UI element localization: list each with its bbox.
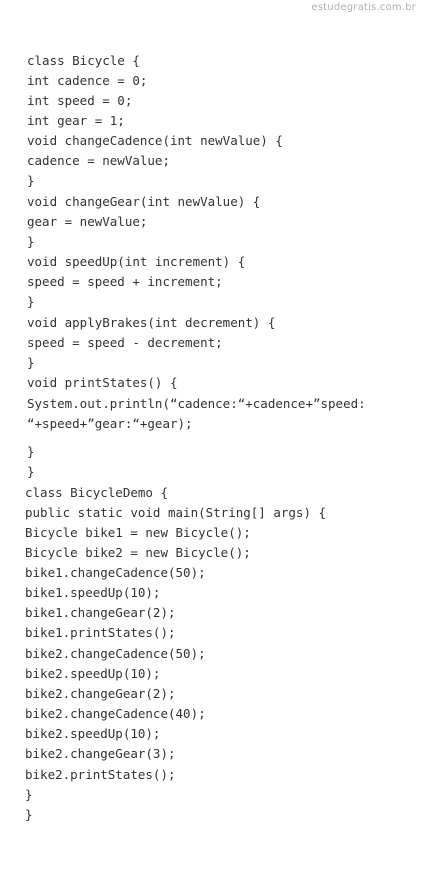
code-line: int gear = 1; [27,113,125,128]
code-line: bike2.speedUp(10); [25,726,161,741]
code-line: } [25,787,33,802]
code-line: class BicycleDemo { [25,485,168,500]
code-line: bike1.speedUp(10); [25,585,161,600]
code-line: } [27,173,35,188]
code-line: bike2.changeCadence(50); [25,646,206,661]
code-line: } [25,807,33,822]
code-line: bike1.changeCadence(50); [25,565,206,580]
code-line: speed = speed - decrement; [27,335,223,350]
code-line: void printStates() { [27,375,178,390]
code-line: int cadence = 0; [27,73,148,88]
code-line: bike2.changeGear(2); [25,686,176,701]
code-line: void speedUp(int increment) { [27,254,246,269]
code-line: void changeCadence(int newValue) { [27,133,283,148]
code-line: bike1.changeGear(2); [25,605,176,620]
code-line: bike2.speedUp(10); [25,666,161,681]
code-line: System.out.println(“cadence:“+cadence+”s… [27,396,366,411]
code-line: public static void main(String[] args) { [25,505,327,520]
code-line: bike2.printStates(); [25,767,176,782]
code-line: } [27,294,35,309]
code-line: } [27,444,35,459]
code-line: } [27,464,35,479]
code-line: gear = newValue; [27,214,148,229]
code-line: void changeGear(int newValue) { [27,194,261,209]
code-line: class Bicycle { [27,53,140,68]
code-line: cadence = newValue; [27,153,170,168]
code-line: speed = speed + increment; [27,274,223,289]
code-line: bike2.changeGear(3); [25,746,176,761]
code-line: } [27,355,35,370]
code-line: Bicycle bike1 = new Bicycle(); [25,525,251,540]
code-line: “+speed+”gear:“+gear); [27,416,193,431]
code-line: bike1.printStates(); [25,625,176,640]
code-line: Bicycle bike2 = new Bicycle(); [25,545,251,560]
code-line: } [27,234,35,249]
watermark-text: estudegratis.com.br [311,2,416,13]
code-line: bike2.changeCadence(40); [25,706,206,721]
code-line: void applyBrakes(int decrement) { [27,315,276,330]
code-line: int speed = 0; [27,93,133,108]
